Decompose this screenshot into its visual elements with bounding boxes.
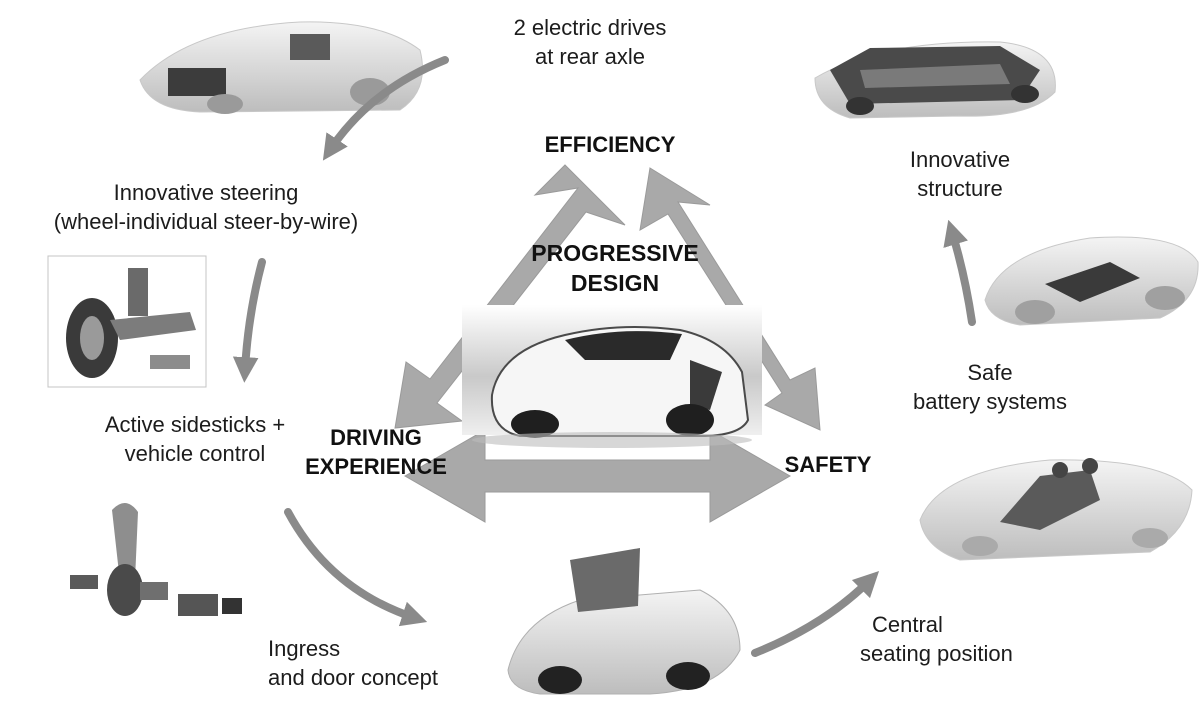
flow-arrow-steering-to-sidesticks xyxy=(232,258,266,383)
label-structure-line1: Innovative xyxy=(909,147,1011,172)
label-sidesticks: Active sidesticks + vehicle control xyxy=(40,410,350,468)
driving-safety-double-arrow xyxy=(403,429,792,523)
label-steering-line1: Innovative steering xyxy=(113,180,299,205)
label-safety: SAFETY xyxy=(784,452,872,477)
label-sidesticks-line2: vehicle control xyxy=(124,441,266,466)
chassis-structure-image xyxy=(814,41,1056,119)
efficiency-safety-double-arrow xyxy=(639,167,821,431)
label-battery-line1: Safe xyxy=(967,360,1013,385)
label-battery: Safe battery systems xyxy=(880,358,1100,416)
label-driving-experience: DRIVING EXPERIENCE xyxy=(296,423,456,481)
label-progressive-design: PROGRESSIVE DESIGN xyxy=(505,238,725,298)
door-car-image xyxy=(507,548,741,695)
label-driving-line1: DRIVING xyxy=(330,425,422,450)
label-ingress-line1: Ingress xyxy=(268,636,341,661)
flow-arrow-ingress-to-seating xyxy=(751,570,880,657)
label-ingress: Ingress and door concept xyxy=(268,634,508,692)
wheel-steering-image xyxy=(47,255,207,388)
label-seating-line2: seating position xyxy=(860,641,1013,666)
label-ingress-line2: and door concept xyxy=(268,665,439,690)
label-seating-line1: Central xyxy=(872,612,943,637)
flow-arrow-drives-to-steering xyxy=(322,56,449,161)
flow-arrow-sidesticks-to-ingress xyxy=(284,508,428,627)
seating-car-image xyxy=(919,458,1193,561)
hero-car-image xyxy=(462,305,762,448)
label-driving-line2: EXPERIENCE xyxy=(305,454,447,479)
label-electric-drives-line2: at rear axle xyxy=(534,44,646,69)
label-progressive-line1: PROGRESSIVE xyxy=(531,240,699,266)
label-structure-line2: structure xyxy=(917,176,1003,201)
label-steering: Innovative steering (wheel-individual st… xyxy=(0,178,412,236)
label-structure: Innovative structure xyxy=(860,145,1060,203)
label-efficiency: EFFICIENCY xyxy=(544,132,676,157)
label-electric-drives: 2 electric drives at rear axle xyxy=(470,13,710,71)
efficiency-driving-double-arrow xyxy=(394,164,626,429)
label-battery-line2: battery systems xyxy=(912,389,1068,414)
flow-arrow-battery-to-structure xyxy=(943,219,976,326)
car-powertrain-image xyxy=(139,21,423,114)
sidestick-image xyxy=(70,502,242,616)
label-electric-drives-line1: 2 electric drives xyxy=(513,15,667,40)
label-steering-line2: (wheel-individual steer-by-wire) xyxy=(53,209,359,234)
label-progressive-line2: DESIGN xyxy=(570,270,660,296)
label-sidesticks-line1: Active sidesticks + xyxy=(104,412,286,437)
label-seating: Central seating position xyxy=(860,610,1060,668)
battery-car-image xyxy=(984,236,1199,326)
